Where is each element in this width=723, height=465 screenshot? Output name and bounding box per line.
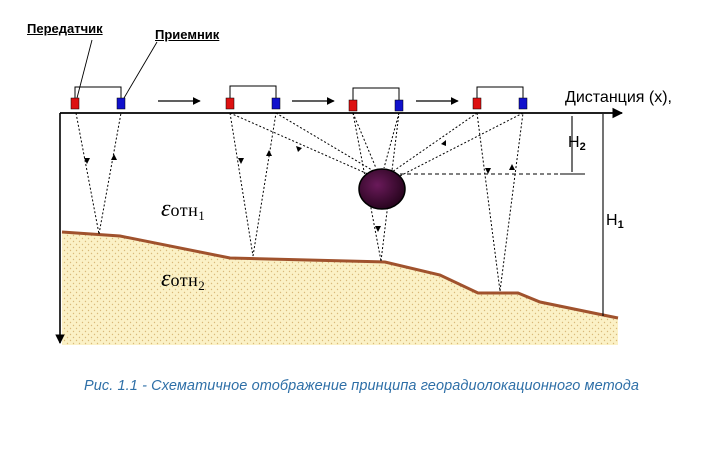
transmitter-block [348, 99, 358, 112]
wave-direction-marks [84, 140, 515, 232]
georadar-diagram [55, 39, 624, 345]
transmitter-block [225, 97, 235, 110]
transmitter-block [472, 97, 482, 110]
h1-label: H1 [606, 212, 624, 231]
wave-paths [75, 112, 524, 292]
transmitter-leader-line [76, 39, 93, 99]
distance-axis-label: Дистанция (x), [565, 89, 672, 106]
receiver-block [271, 97, 281, 110]
transmitter-label: Передатчик [27, 21, 103, 36]
antenna-unit-3 [348, 87, 404, 112]
layer1-permittivity-label: εотн1 [161, 196, 205, 223]
receiver-block [518, 97, 528, 110]
antenna-unit-1 [70, 86, 126, 110]
receiver-block [394, 99, 404, 112]
layer-boundary-line [61, 230, 619, 320]
h2-label: H2 [568, 134, 586, 153]
lower-soil-texture [62, 232, 618, 345]
receiver-label: Приемник [155, 27, 220, 42]
layer2-permittivity-label: εотн2 [161, 266, 205, 293]
transmitter-block [70, 97, 80, 110]
antenna-unit-4 [472, 86, 528, 110]
antenna-unit-2 [225, 85, 281, 110]
figure-caption: Рис. 1.1 - Схематичное отображение принц… [83, 378, 640, 394]
receiver-leader-line [123, 41, 158, 99]
buried-object [358, 168, 406, 210]
receiver-block [116, 97, 126, 110]
